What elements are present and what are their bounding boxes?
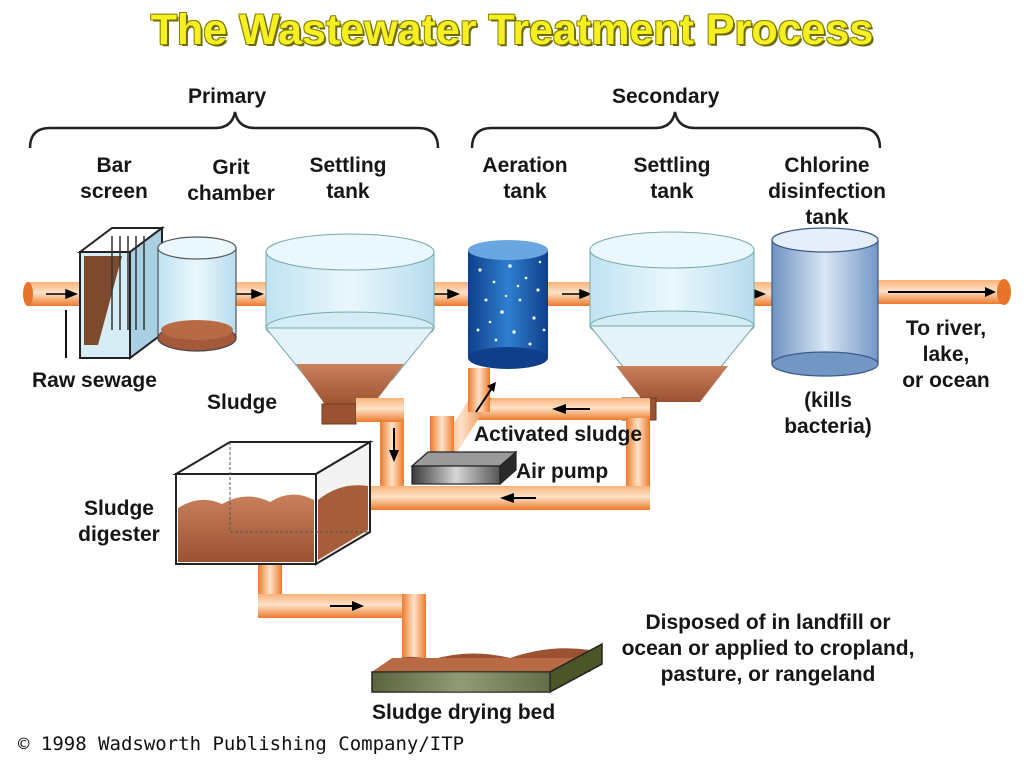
label-activated-sludge: Activated sludge <box>474 423 643 446</box>
label-raw-sewage: Raw sewage <box>32 369 157 392</box>
primary-brace <box>28 111 440 149</box>
primary-settling-tank <box>264 233 436 425</box>
chlorine-disinfection-tank <box>771 227 879 377</box>
grit-chamber <box>157 236 237 352</box>
label-outflow: To river,lake,or ocean <box>902 317 990 392</box>
label-air-pump: Air pump <box>516 460 609 483</box>
sludge-drying-bed <box>371 642 603 694</box>
copyright-notice: © 1998 Wadsworth Publishing Company/ITP <box>18 733 465 755</box>
air-bubbles <box>476 260 546 346</box>
group-label-secondary: Secondary <box>612 85 720 108</box>
page-title: The Wastewater Treatment Process <box>150 6 874 54</box>
bar-screen <box>65 226 165 360</box>
activated-sludge-arrow-icon <box>552 404 566 414</box>
secondary-brace <box>470 111 882 149</box>
flow-arrow-icon <box>46 288 79 300</box>
air-pump <box>410 450 518 486</box>
label-sludge: Sludge <box>207 391 278 414</box>
aeration-tank <box>468 240 548 369</box>
secondary-settling-tank <box>588 231 756 421</box>
group-label-primary: Primary <box>188 85 267 108</box>
label-sludge-drying-bed: Sludge drying bed <box>372 701 556 724</box>
sludge-digester <box>172 440 374 566</box>
